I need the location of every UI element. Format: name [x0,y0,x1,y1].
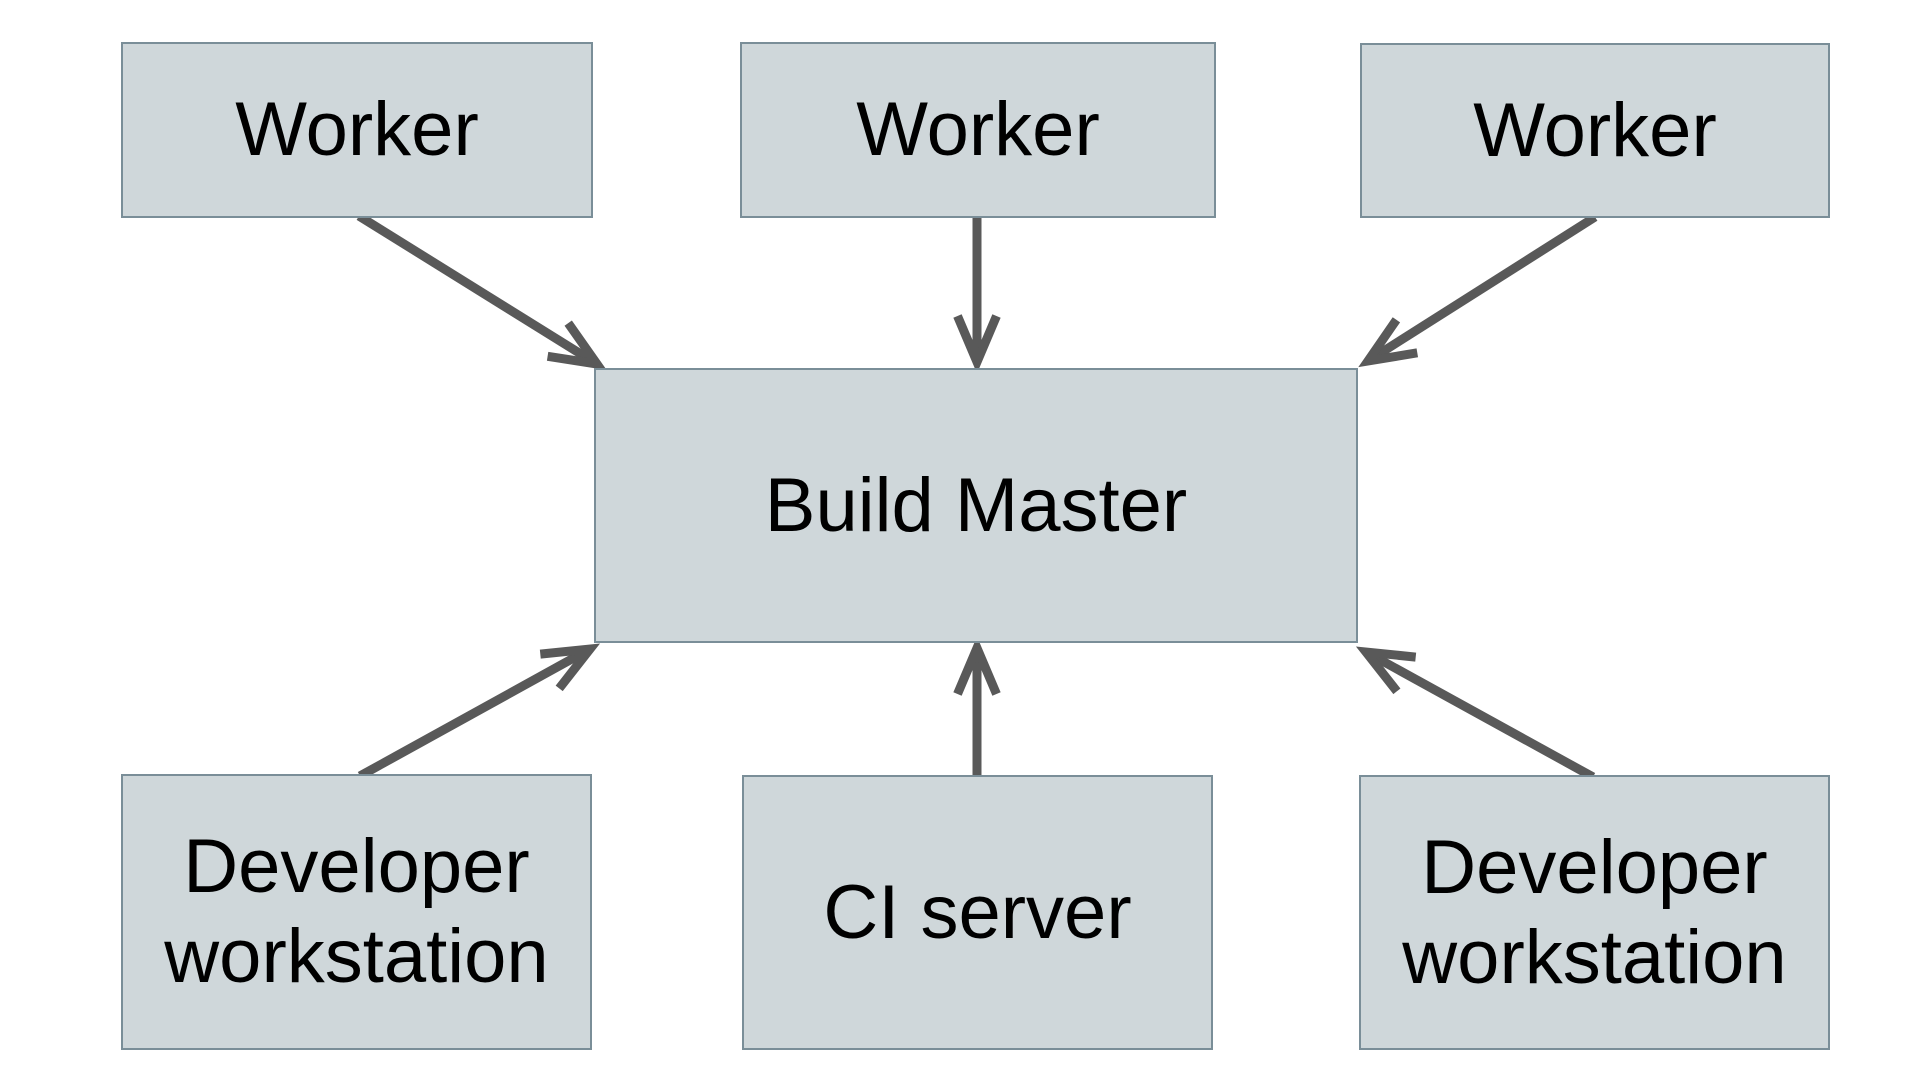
arrow-shaft-developer-workstation-right-to-build-master [1370,651,1596,781]
node-developer-workstation-right: Developer workstation [1359,775,1830,1050]
arrow-head-ci-server-to-build-master [953,636,1001,696]
node-worker-3: Worker [1360,43,1830,218]
arrow-head-worker-1-to-build-master [546,320,607,371]
arrow-shaft-worker-3-to-build-master [1372,213,1598,361]
arrow-head-worker-3-to-build-master [1358,317,1419,368]
node-ci-server: CI server [742,775,1213,1050]
node-label: Build Master [764,462,1188,548]
arrow-head-developer-workstation-right-to-build-master [1355,646,1417,695]
node-label: CI server [823,869,1132,955]
node-build-master: Build Master [594,368,1358,643]
arrow-head-developer-workstation-left-to-build-master [539,643,601,692]
arrow-shaft-developer-workstation-left-to-build-master [357,648,586,780]
node-label: Worker [1473,87,1717,173]
node-label: Worker [235,87,479,173]
node-label: Developer workstation [164,824,549,999]
node-label: Worker [856,87,1100,173]
node-worker-1: Worker [121,42,593,218]
node-developer-workstation-left: Developer workstation [121,774,592,1050]
node-worker-2: Worker [740,42,1216,218]
node-label: Developer workstation [1402,824,1787,1000]
arrow-head-worker-2-to-build-master [953,314,1001,374]
arrow-shaft-worker-1-to-build-master [356,212,593,364]
